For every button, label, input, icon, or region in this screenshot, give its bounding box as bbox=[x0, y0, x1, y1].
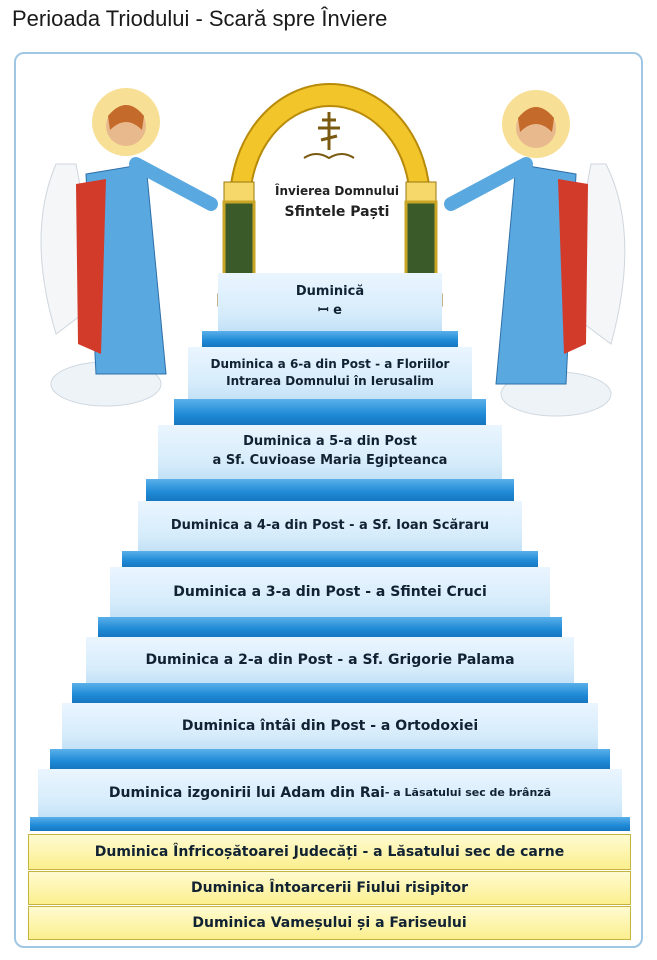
background-artwork bbox=[40, 83, 626, 417]
step-8-main: Duminica izgonirii lui Adam din Rai bbox=[108, 784, 385, 801]
step-7-riser bbox=[50, 749, 610, 769]
step-6-riser bbox=[72, 683, 588, 703]
step-yellow-1-text: Duminica Înfricoșătoarei Judecăți - a Lă… bbox=[94, 843, 565, 860]
step-3: Duminica a 5-a din Post a Sf. Cuvioase M… bbox=[158, 425, 502, 479]
step-2-line2: Intrarea Domnului în Ierusalim bbox=[226, 374, 434, 388]
step-7: Duminica întâi din Post - a Ortodoxiei bbox=[62, 703, 598, 749]
step-1-line2: ꟷ e bbox=[318, 303, 342, 318]
step-yellow-3-text: Duminica Vameșului și a Fariseului bbox=[192, 914, 467, 931]
step-4-riser bbox=[122, 551, 538, 567]
ladder-illustration: Învierea Domnului Sfintele Paști Duminic… bbox=[14, 52, 643, 948]
right-angel-illustration bbox=[444, 90, 626, 417]
step-3-line1: Duminica a 5-a din Post bbox=[243, 434, 417, 450]
step-4: Duminica a 4-a din Post - a Sf. Ioan Scă… bbox=[138, 501, 522, 551]
step-yellow-1: Duminica Înfricoșătoarei Judecăți - a Lă… bbox=[28, 834, 631, 870]
step-3-riser bbox=[146, 479, 514, 501]
step-7-line1: Duminica întâi din Post - a Ortodoxiei bbox=[181, 717, 479, 734]
step-1: Duminică ꟷ e bbox=[218, 273, 442, 331]
arch-line-2: Sfintele Paști bbox=[284, 204, 390, 220]
step-3-line2: a Sf. Cuvioase Maria Egipteanca bbox=[212, 453, 448, 468]
arch-line-1: Învierea Domnului bbox=[275, 184, 399, 198]
step-8-sub: - a Lăsatului sec de brânză bbox=[384, 786, 552, 800]
step-1-riser bbox=[202, 331, 458, 347]
step-yellow-2: Duminica Întoarcerii Fiului risipitor bbox=[28, 871, 631, 905]
step-6: Duminica a 2-a din Post - a Sf. Grigorie… bbox=[86, 637, 574, 683]
step-2-line1: Duminica a 6-a din Post - a Floriilor bbox=[210, 356, 450, 371]
step-1-line1: Duminică bbox=[295, 284, 365, 300]
step-6-line1: Duminica a 2-a din Post - a Sf. Grigorie… bbox=[145, 651, 515, 668]
step-5-riser bbox=[98, 617, 562, 637]
step-8-riser bbox=[30, 817, 630, 831]
step-yellow-3: Duminica Vameșului și a Fariseului bbox=[28, 906, 631, 940]
step-4-line1: Duminica a 4-a din Post - a Sf. Ioan Scă… bbox=[170, 517, 490, 533]
step-5: Duminica a 3-a din Post - a Sfintei Cruc… bbox=[110, 567, 550, 617]
step-2: Duminica a 6-a din Post - a Floriilor In… bbox=[188, 347, 472, 399]
orthodox-cross-icon bbox=[303, 112, 355, 160]
step-5-line1: Duminica a 3-a din Post - a Sfintei Cruc… bbox=[173, 583, 487, 600]
step-8: Duminica izgonirii lui Adam din Rai - a … bbox=[38, 769, 622, 817]
left-angel-illustration bbox=[40, 88, 218, 407]
page-title: Perioada Triodului - Scară spre Înviere bbox=[12, 6, 388, 31]
step-2-riser bbox=[174, 399, 486, 425]
step-yellow-2-text: Duminica Întoarcerii Fiului risipitor bbox=[190, 879, 468, 896]
